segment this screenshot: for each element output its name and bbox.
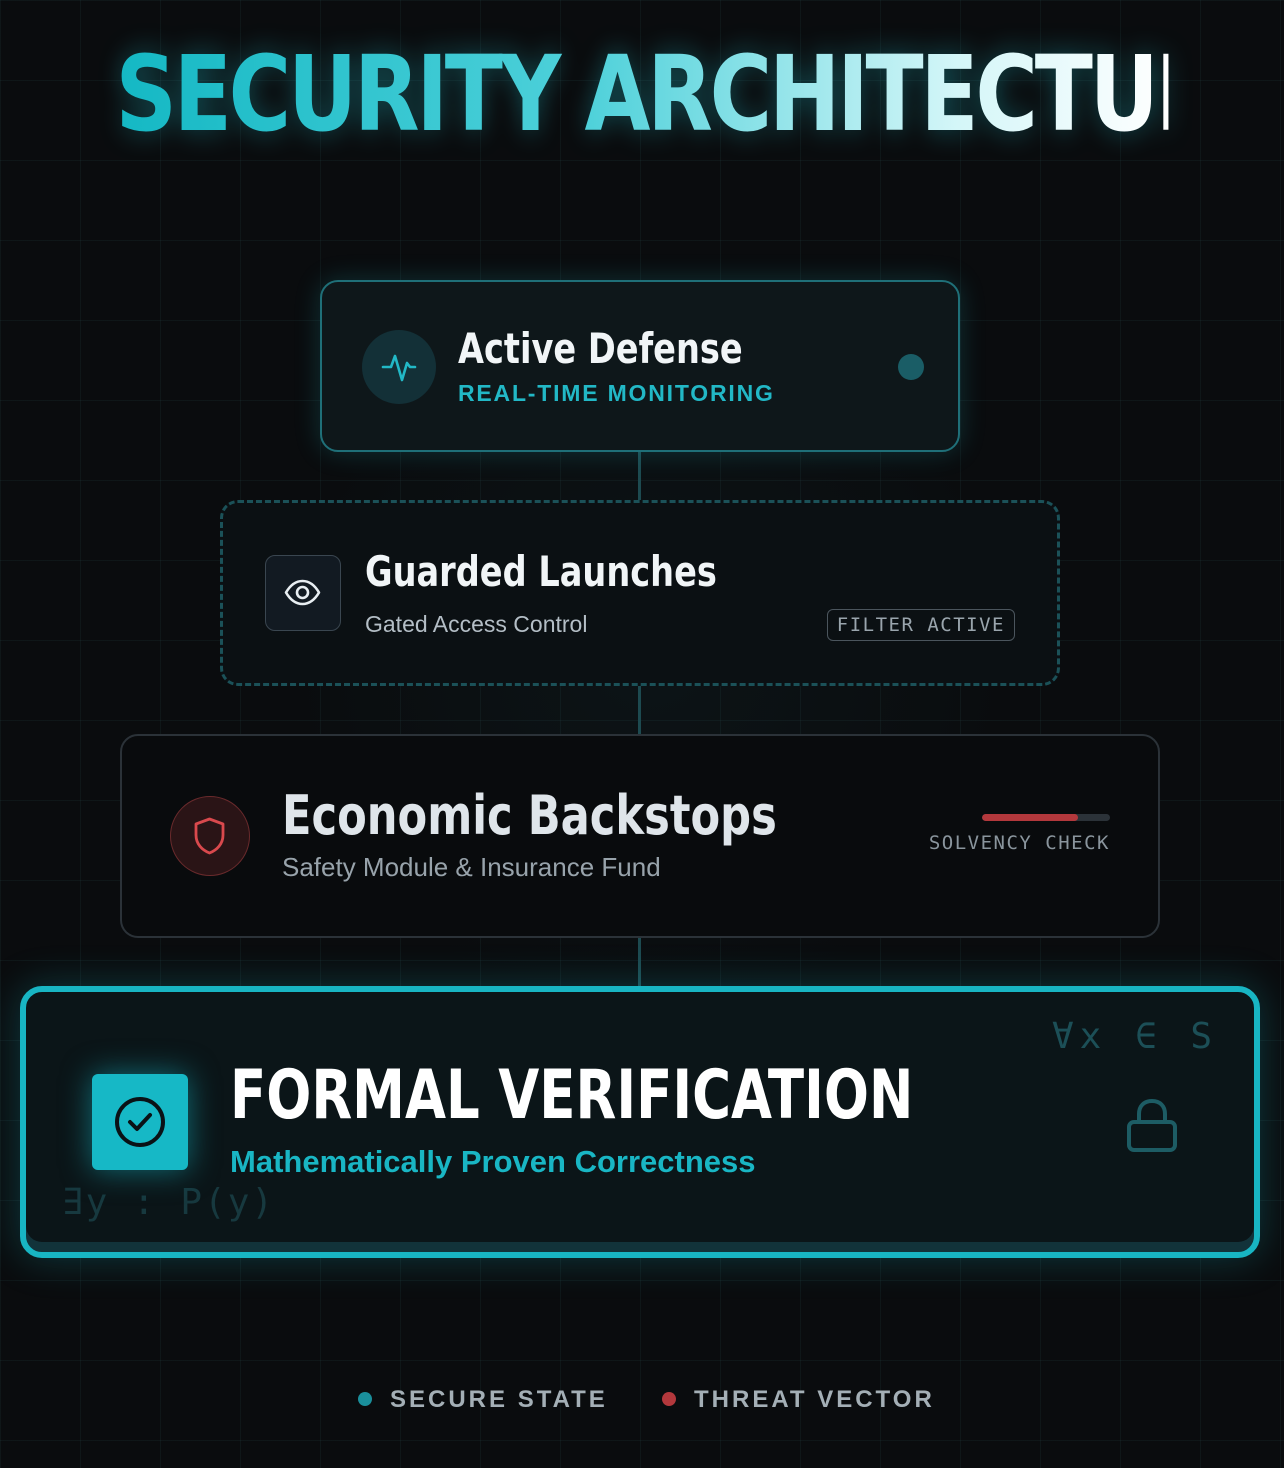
legend-item-threat-vector: THREAT VECTOR [662, 1386, 935, 1414]
layer-title: Economic Backstops [282, 784, 777, 847]
solvency-bar-fill [982, 814, 1078, 821]
legend-item-secure-state: SECURE STATE [358, 1386, 608, 1414]
connector-line [638, 938, 641, 986]
layer-subtitle: Safety Module & Insurance Fund [282, 852, 661, 882]
layer-title: FORMAL VERIFICATION [230, 1056, 914, 1135]
legend-label: SECURE STATE [390, 1386, 608, 1413]
eye-icon [265, 555, 341, 631]
solvency-bar [982, 814, 1110, 821]
layer-card-formal-verification[interactable]: ∀x ∈ S ∃y : P(y) FORMAL VERIFICATION Mat… [20, 986, 1260, 1258]
layer-subtitle: REAL-TIME MONITORING [458, 380, 775, 406]
lock-icon [1122, 1092, 1182, 1161]
legend-dot [662, 1391, 676, 1406]
layer-card-guarded-launches[interactable]: Guarded Launches Gated Access Control FI… [220, 500, 1060, 686]
layer-subtitle: Mathematically Proven Correctness [230, 1144, 756, 1179]
connector-line [638, 452, 641, 500]
legend-label: THREAT VECTOR [694, 1386, 935, 1413]
layer-card-economic-backstops[interactable]: Economic Backstops Safety Module & Insur… [120, 734, 1160, 938]
status-dot [898, 354, 924, 380]
check-circle-icon [92, 1074, 188, 1170]
formula-decoration: ∀x ∈ S [1051, 1016, 1218, 1057]
shield-icon [170, 796, 250, 876]
layer-subtitle: Gated Access Control [365, 611, 588, 637]
layer-card-active-defense[interactable]: Active Defense REAL-TIME MONITORING [320, 280, 960, 452]
layer-title: Guarded Launches [365, 547, 717, 596]
pulse-icon [362, 330, 436, 404]
connector-line [638, 686, 641, 734]
legend-dot [358, 1391, 372, 1406]
formula-decoration: ∃y : P(y) [62, 1182, 276, 1223]
solvency-check-label: SOLVENCY CHECK [928, 832, 1110, 854]
page-title: SECURITY ARCHITECTURE [116, 24, 1277, 164]
status-badge: FILTER ACTIVE [826, 609, 1015, 641]
layer-title: Active Defense [458, 324, 743, 373]
